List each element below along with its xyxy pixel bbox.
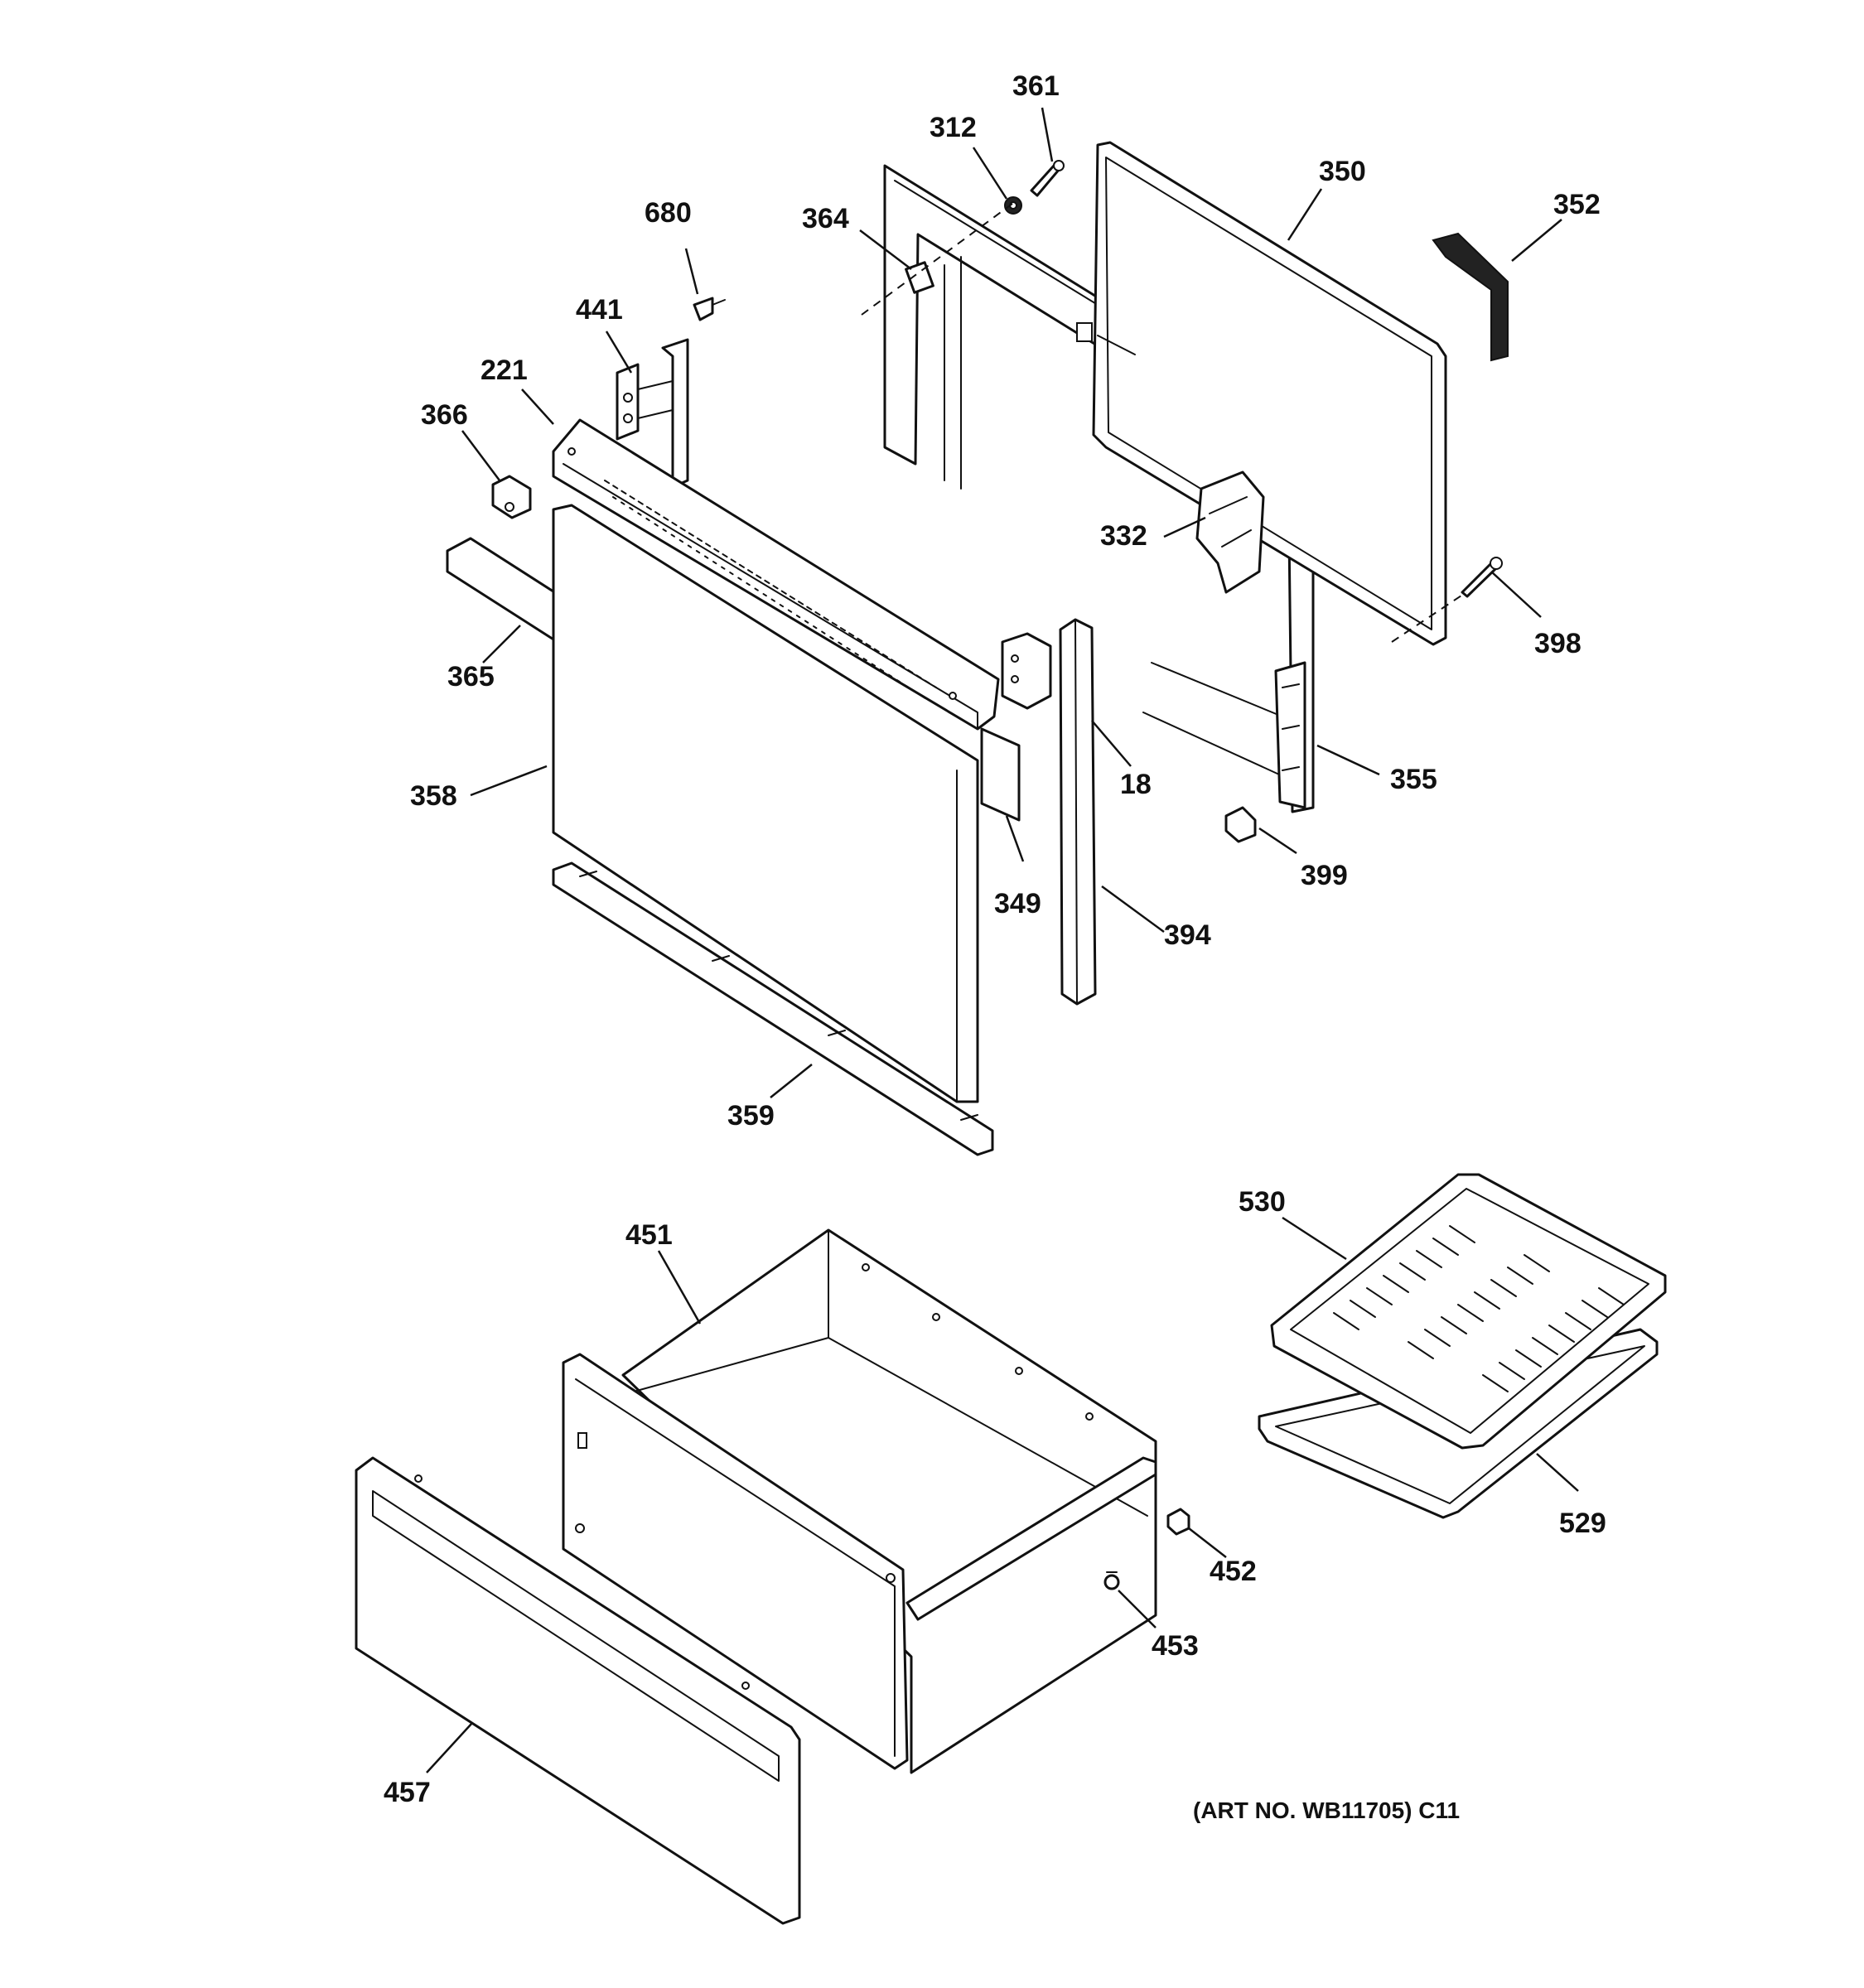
door-hinge-clip xyxy=(905,261,934,294)
door-glass-panel xyxy=(1076,141,1447,646)
door-nut xyxy=(1004,196,1022,215)
side-hinge-plate xyxy=(1001,632,1052,710)
door-gasket xyxy=(1432,232,1509,362)
label-361: 361 xyxy=(1012,70,1060,102)
drawer-front-panel xyxy=(355,1456,801,1925)
label-312: 312 xyxy=(930,112,977,143)
part-labels: 361 312 350 352 680 364 441 221 366 332 … xyxy=(384,70,1606,1808)
insulation-block xyxy=(1195,470,1265,594)
label-358: 358 xyxy=(410,780,457,812)
door-glass-clip xyxy=(1076,322,1093,342)
drawer-slot xyxy=(577,1432,587,1449)
door-screw xyxy=(1030,160,1065,197)
label-364: 364 xyxy=(802,203,849,234)
side-trim xyxy=(1059,618,1097,1006)
bracket-fastener xyxy=(693,297,726,321)
door-bottom-trim xyxy=(552,861,994,1156)
leader-lines xyxy=(426,107,1579,1773)
storage-drawer xyxy=(621,1228,1157,1774)
art-number: (ART NO. WB11705) C11 xyxy=(1193,1797,1460,1823)
label-453: 453 xyxy=(1152,1630,1199,1662)
label-441: 441 xyxy=(576,294,623,326)
drawer-slide-stop xyxy=(1166,1508,1190,1536)
label-452: 452 xyxy=(1210,1556,1257,1587)
label-394: 394 xyxy=(1164,919,1211,951)
label-359: 359 xyxy=(727,1100,775,1132)
door-bumper xyxy=(1224,806,1257,843)
label-355: 355 xyxy=(1390,764,1437,795)
label-221: 221 xyxy=(480,355,528,386)
label-365: 365 xyxy=(447,661,495,692)
label-457: 457 xyxy=(384,1777,431,1808)
label-398: 398 xyxy=(1534,628,1582,659)
label-530: 530 xyxy=(1239,1186,1286,1218)
label-352: 352 xyxy=(1553,189,1601,220)
outer-door-panel xyxy=(552,504,979,1103)
handle-end-cap xyxy=(491,475,532,519)
label-332: 332 xyxy=(1100,520,1147,552)
label-366: 366 xyxy=(421,399,468,431)
label-18: 18 xyxy=(1120,769,1152,800)
door-spacer xyxy=(980,727,1021,822)
broiler-grid xyxy=(1270,1173,1667,1450)
label-349: 349 xyxy=(994,888,1041,919)
glass-screw xyxy=(1461,557,1503,598)
label-529: 529 xyxy=(1559,1508,1606,1539)
label-399: 399 xyxy=(1301,860,1348,891)
vent-trim xyxy=(552,418,1000,731)
drawer-inner-front xyxy=(562,1353,909,1770)
drawer-roller xyxy=(1103,1571,1120,1590)
label-680: 680 xyxy=(645,197,692,229)
broiler-grid-slots xyxy=(1333,1225,1625,1392)
label-451: 451 xyxy=(625,1219,673,1251)
label-350: 350 xyxy=(1319,156,1366,187)
